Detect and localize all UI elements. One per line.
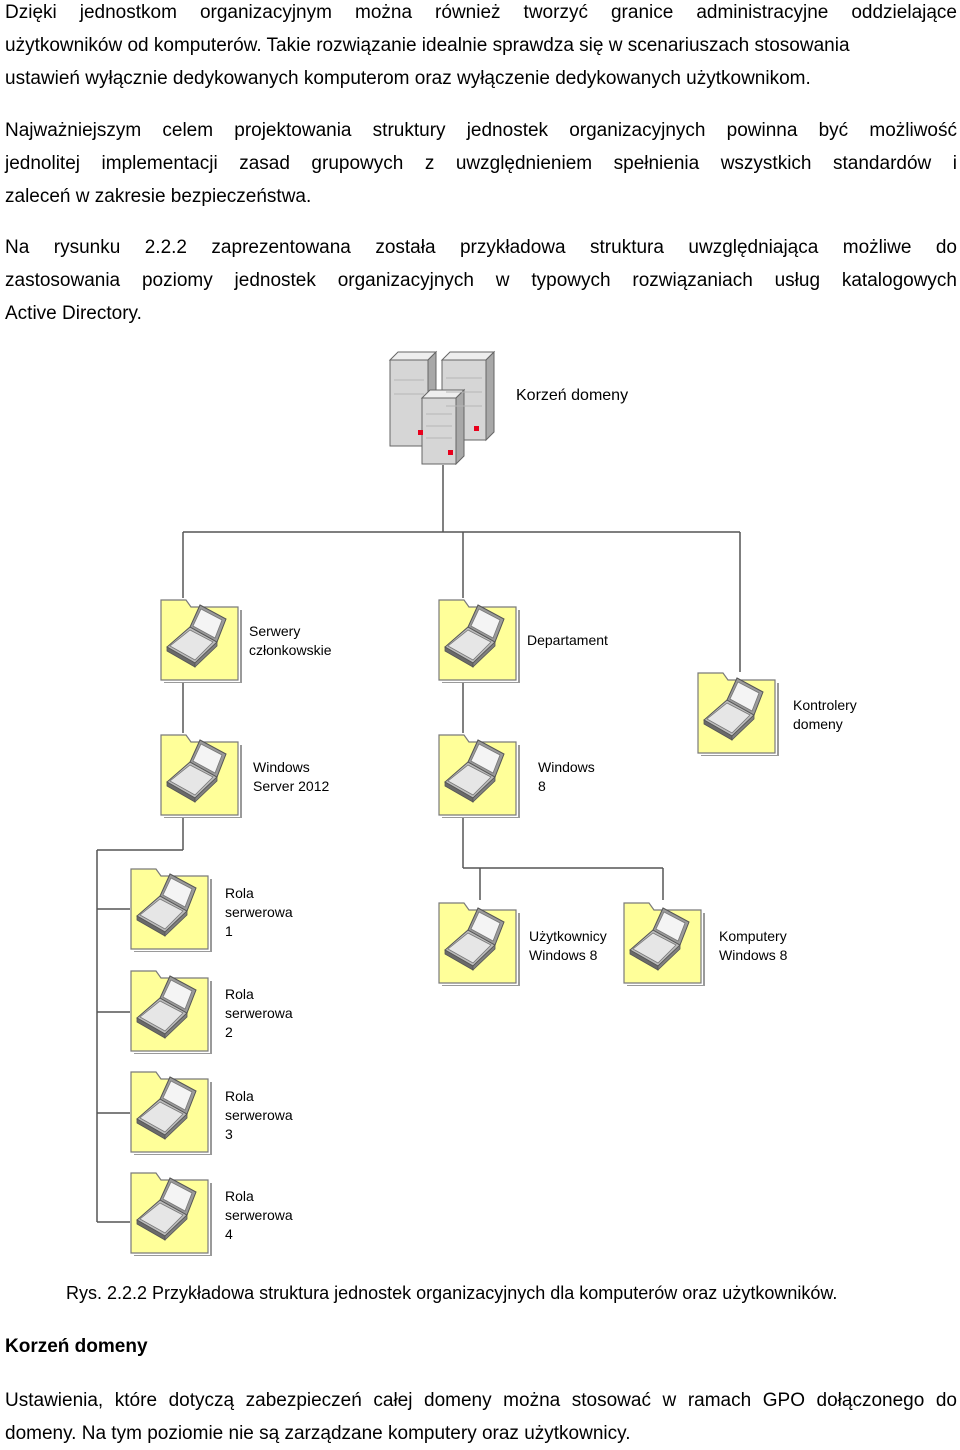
root-label: Korzeń domeny xyxy=(516,387,629,404)
ou-label-line: Serwery xyxy=(249,623,301,639)
ou-label-line: serwerowa xyxy=(225,1107,293,1123)
text-line: zaleceń w zakresie bezpieczeństwa. xyxy=(5,186,312,207)
text-line: użytkowników od komputerów. Takie rozwią… xyxy=(5,35,850,56)
text-line: jednolitej implementacji zasad grupowych… xyxy=(5,153,957,174)
domain-root-paragraph: Ustawienia, które dotyczą zabezpieczeń c… xyxy=(5,1384,957,1450)
text-line: Dzięki jednostkom organizacyjnym można r… xyxy=(5,2,957,23)
ou-label-uzytkownicy: Użytkownicy Windows 8 xyxy=(529,927,607,965)
ou-label-line: Windows xyxy=(538,759,595,775)
tree-connectors xyxy=(96,465,741,1223)
ou-label-line: Windows xyxy=(253,759,310,775)
ou-folder-icon xyxy=(128,968,214,1054)
ou-label-win8: Windows 8 xyxy=(538,758,595,796)
ou-label-line: serwerowa xyxy=(225,904,293,920)
text-line: Najważniejszym celem projektowania struk… xyxy=(5,120,957,141)
ou-label-line: Rola xyxy=(225,1188,254,1204)
ou-label-line: Komputery xyxy=(719,928,787,944)
ou-folder-icon xyxy=(158,597,244,683)
ou-label-line: Server 2012 xyxy=(253,778,330,794)
intro-paragraph: Dzięki jednostkom organizacyjnym można r… xyxy=(5,0,957,95)
ou-label-serwery: Serwery członkowskie xyxy=(249,622,331,660)
server-cluster-icon xyxy=(388,350,496,465)
ou-folder-icon xyxy=(436,597,522,683)
goal-paragraph: Najważniejszym celem projektowania struk… xyxy=(5,114,957,213)
figure-intro-paragraph: Na rysunku 2.2.2 zaprezentowana została … xyxy=(5,231,957,330)
ou-label-kontrolery: Kontrolery domeny xyxy=(793,696,857,734)
ou-label-rola2: Rola serwerowa 2 xyxy=(225,985,293,1042)
section-heading: Korzeń domeny xyxy=(5,1336,148,1357)
ou-label-line: członkowskie xyxy=(249,642,332,658)
ou-folder-icon xyxy=(128,866,214,952)
text-line: Active Directory. xyxy=(5,303,142,324)
ou-label-line: 3 xyxy=(225,1126,233,1142)
ou-folder-icon xyxy=(128,1069,214,1155)
ou-label-line: serwerowa xyxy=(225,1207,293,1223)
ou-label-komputery: Komputery Windows 8 xyxy=(719,927,787,965)
ou-label-rola4: Rola serwerowa 4 xyxy=(225,1187,293,1244)
ou-label-line: Windows 8 xyxy=(719,947,788,963)
ou-label-line: Windows 8 xyxy=(529,947,598,963)
text-line: Ustawienia, które dotyczą zabezpieczeń c… xyxy=(5,1390,957,1411)
ou-label-line: serwerowa xyxy=(225,1005,293,1021)
ou-folder-icon xyxy=(436,900,522,986)
text-line: Na rysunku 2.2.2 zaprezentowana została … xyxy=(5,237,957,258)
ou-folder-icon xyxy=(436,732,522,818)
ou-label-line: Rola xyxy=(225,885,254,901)
ou-label-rola1: Rola serwerowa 1 xyxy=(225,884,293,941)
ou-folder-icon xyxy=(695,670,781,756)
ou-label-line: Rola xyxy=(225,986,254,1002)
ou-label-line: domeny xyxy=(793,716,843,732)
ou-folder-icon xyxy=(621,900,707,986)
ou-label-line: 2 xyxy=(225,1024,233,1040)
ou-label-line: 8 xyxy=(538,778,546,794)
ou-label-line: 4 xyxy=(225,1226,233,1242)
figure-caption: Rys. 2.2.2 Przykładowa struktura jednost… xyxy=(66,1283,838,1303)
ou-label-line: Departament xyxy=(527,632,608,648)
text-line: domeny. Na tym poziomie nie są zarządzan… xyxy=(5,1423,631,1444)
ou-label-ws2012: Windows Server 2012 xyxy=(253,758,329,796)
ou-label-line: Kontrolery xyxy=(793,697,857,713)
ou-folder-icon xyxy=(128,1170,214,1256)
ou-folder-icon xyxy=(158,732,244,818)
ou-label-line: Rola xyxy=(225,1088,254,1104)
ou-label-departament: Departament xyxy=(527,631,608,650)
text-line: zastosowania poziomy jednostek organizac… xyxy=(5,270,957,291)
ou-label-rola3: Rola serwerowa 3 xyxy=(225,1087,293,1144)
ou-label-line: 1 xyxy=(225,923,233,939)
text-line: ustawień wyłącznie dedykowanych komputer… xyxy=(5,68,811,89)
ou-label-line: Użytkownicy xyxy=(529,928,607,944)
